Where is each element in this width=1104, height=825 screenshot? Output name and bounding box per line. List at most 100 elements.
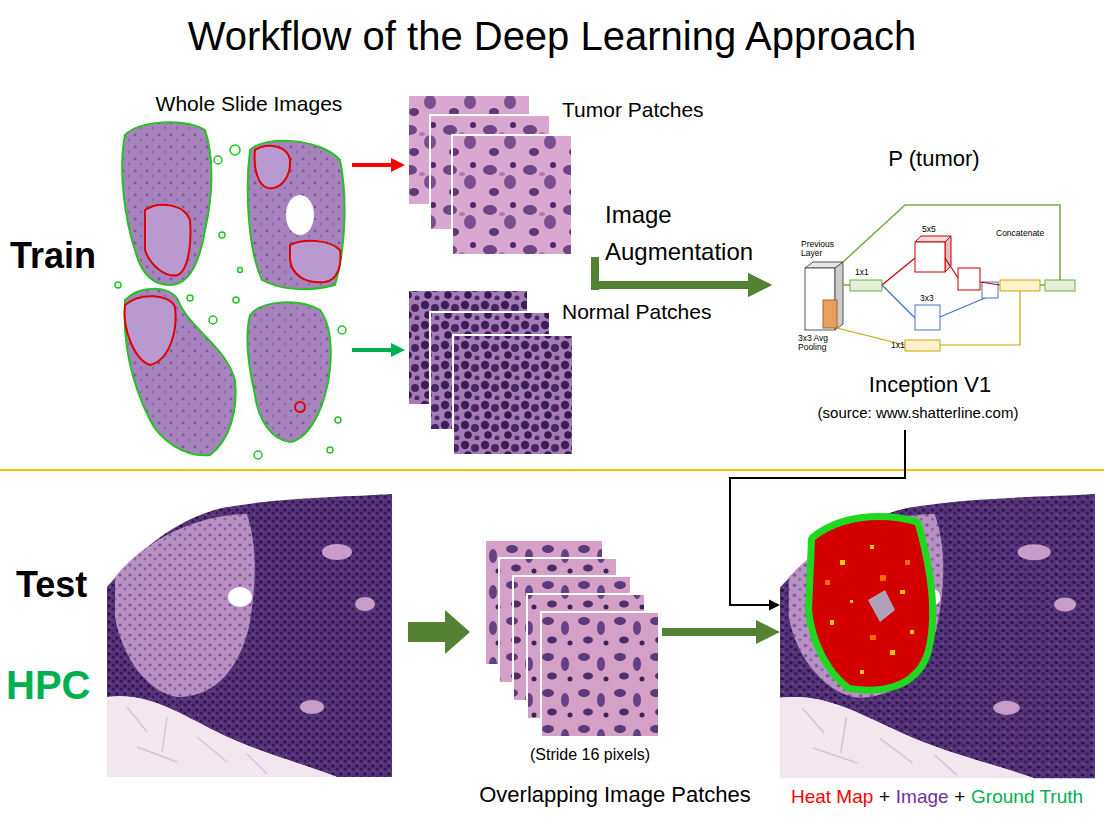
arrow-head [391, 343, 405, 357]
illustration-part [214, 156, 222, 164]
connector-line [662, 628, 760, 636]
connector-line [730, 430, 905, 605]
normal-patch-stack [408, 290, 573, 455]
illustration-part [840, 560, 845, 565]
overlapping-patch-stack [485, 540, 659, 737]
layer-label: 5x5 [922, 225, 936, 234]
illustration-part [882, 258, 915, 285]
node-text: Inception V1 [869, 372, 991, 397]
illustration-part [870, 545, 874, 549]
illustration-part [890, 650, 895, 655]
illustration-part [1045, 280, 1075, 291]
illustration-part [843, 284, 850, 286]
layer-label: Concatenate [996, 229, 1044, 238]
illustration-part [823, 300, 837, 328]
arrow-head [769, 600, 780, 611]
patch-group: Normal Patches [405, 290, 725, 458]
edge-label: Image Augmentation [605, 196, 785, 270]
layer-label: 3x3 Avg Pooling [798, 334, 844, 353]
illustration-part [910, 630, 914, 634]
caption-part: + [879, 786, 890, 808]
illustration-part [125, 289, 236, 456]
row-label: HPC [6, 663, 90, 707]
connector [352, 343, 405, 357]
illustration-part [335, 417, 341, 423]
arrow-head [756, 620, 780, 644]
node-text: Whole Slide Images [156, 92, 343, 116]
illustration-part [1040, 284, 1045, 286]
node-text: Overlapping Image Patches [479, 782, 751, 807]
connector [352, 158, 405, 172]
illustration-part [295, 402, 305, 412]
caption-part: Ground Truth [971, 786, 1083, 808]
node-text: (Stride 16 pixels) [530, 746, 650, 764]
illustration-part [797, 195, 1082, 362]
layer-label: 1x1 [855, 268, 869, 277]
row-label: Train [10, 236, 96, 276]
slide-image-group: Whole Slide Images [112, 88, 352, 468]
whole-slide-image [115, 122, 346, 459]
illustration-part [870, 635, 876, 640]
illustration-part [338, 326, 346, 334]
connector [662, 620, 780, 644]
patch-group: (Stride 16 pixels)Overlapping Image Patc… [482, 538, 662, 740]
illustration-part [453, 335, 573, 455]
inception-module [797, 195, 1082, 362]
illustration-part [882, 285, 915, 318]
illustration-part [880, 575, 886, 581]
illustration-part [980, 282, 1000, 285]
illustration-part [915, 305, 940, 330]
caption-row: Heat Map+Image+Ground Truth [788, 786, 1086, 808]
illustration-part [115, 282, 121, 288]
illustration-part [233, 297, 239, 303]
illustration-part [254, 451, 262, 459]
illustration-part [958, 268, 980, 290]
illustration-part [830, 620, 834, 625]
caption-part: Heat Map [791, 786, 873, 808]
result-image-group: Heat Map+Image+Ground Truth [780, 492, 1095, 778]
illustration-part [825, 560, 910, 640]
connector [730, 430, 905, 611]
illustration-part [255, 146, 291, 188]
illustration-part [290, 241, 340, 282]
heat-map-image [780, 492, 1095, 778]
illustration-part [219, 232, 225, 238]
node-text: P (tumor) [888, 146, 979, 171]
illustration-part [1000, 280, 1040, 291]
arrow-head [748, 273, 772, 297]
layer-label: 1x1 [891, 341, 905, 350]
illustration-part [187, 295, 193, 301]
illustration-part [915, 242, 945, 272]
block-arrow [408, 610, 470, 654]
caption-part: + [954, 786, 965, 808]
illustration-part [940, 298, 985, 317]
illustration-part [850, 280, 882, 291]
illustration-part [248, 302, 331, 442]
illustration-part [830, 545, 914, 674]
illustration-part [452, 135, 572, 255]
illustration-part [850, 600, 853, 603]
illustration-part [286, 195, 314, 235]
illustration-part [825, 580, 830, 585]
test-slide-image [107, 492, 392, 777]
illustration-part [900, 590, 905, 594]
model-group: P (tumor)Inception V1(source: www.shatte… [772, 145, 1085, 430]
illustration-part [905, 340, 940, 351]
connector-line [595, 285, 752, 290]
illustration-part [860, 670, 864, 674]
illustration-part [905, 560, 910, 565]
illustration-part [115, 145, 346, 459]
row-label: Test [16, 565, 87, 605]
layer-label: 3x3 [920, 294, 934, 303]
node-text: Normal Patches [562, 300, 711, 324]
illustration-part [327, 447, 333, 453]
illustration-part [209, 316, 217, 324]
illustration-part [868, 590, 895, 622]
diagram-title: Workflow of the Deep Learning Approach [0, 14, 1104, 58]
illustration-part [812, 520, 929, 687]
tumor-patch-stack [408, 95, 572, 255]
illustration-part [238, 268, 243, 273]
connector-line [352, 348, 393, 352]
illustration-part [812, 520, 929, 687]
